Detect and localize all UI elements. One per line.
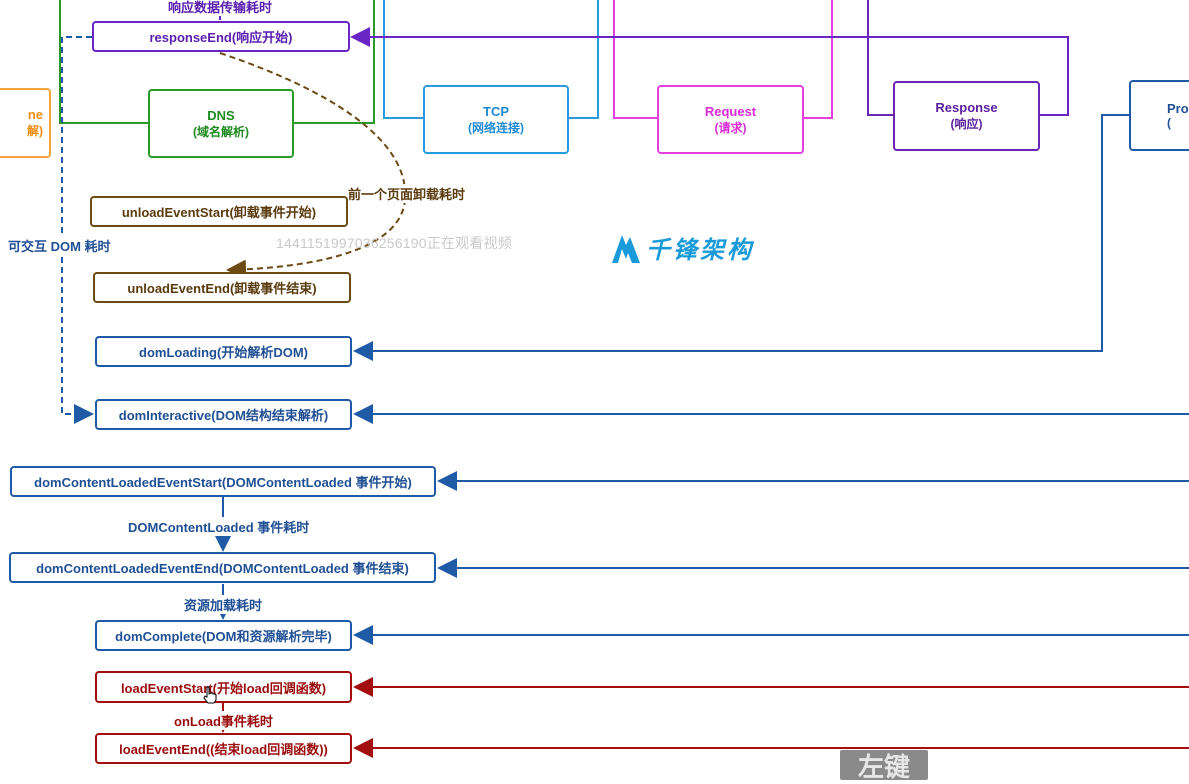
dom-loading-arrow — [353, 114, 1130, 361]
interactive-dom-label: 可交互 DOM 耗时 — [6, 236, 113, 255]
response-box: Response (响应) — [893, 81, 1040, 151]
brand-mountain-icon — [612, 234, 640, 263]
response-frame — [867, 0, 893, 116]
dcl-end-box: domContentLoadedEventEnd(DOMContentLoade… — [9, 552, 436, 583]
dom-loading-box: domLoading(开始解析DOM) — [95, 336, 352, 367]
resource-duration-label: 资源加载耗时 — [182, 595, 265, 614]
response-end-arrow — [350, 27, 1069, 116]
brand-logo: 千锋架构 — [610, 230, 754, 265]
transfer-duration-label: 响应数据传输耗时 — [166, 0, 275, 16]
request-frame — [613, 0, 833, 119]
viewer-watermark: 1441151997036256190正在观看视频 — [276, 235, 512, 251]
tcp-box: TCP (网络连接) — [423, 85, 569, 154]
request-box: Request (请求) — [657, 85, 804, 154]
response-end-box: responseEnd(响应开始) — [92, 21, 350, 52]
unload-end-box: unloadEventEnd(卸载事件结束) — [93, 272, 351, 303]
hand-cursor-icon — [203, 686, 217, 704]
unload-start-box: unloadEventStart(卸载事件开始) — [90, 196, 348, 227]
tcp-frame — [383, 0, 599, 119]
dcl-duration-label: DOMContentLoaded 事件耗时 — [126, 517, 312, 536]
interactive-dashed-line — [61, 36, 94, 424]
onload-duration-label: onLoad事件耗时 — [172, 711, 275, 730]
partial-left-box: ne 解) — [0, 88, 51, 158]
dom-interactive-box: domInteractive(DOM结构结束解析) — [95, 399, 352, 430]
dns-box: DNS (域名解析) — [148, 89, 294, 158]
dcl-start-box: domContentLoadedEventStart(DOMContentLoa… — [10, 466, 436, 497]
load-end-box: loadEventEnd((结束load回调函数)) — [95, 733, 352, 764]
mouse-hint-badge: 左键 — [840, 750, 928, 782]
load-start-box: loadEventStart(开始load回调函数) — [95, 671, 352, 703]
processing-box-partial: Pro ( — [1129, 80, 1189, 151]
dom-complete-box: domComplete(DOM和资源解析完毕) — [95, 620, 352, 651]
prev-page-unload-label: 前一个页面卸载耗时 — [346, 184, 468, 203]
